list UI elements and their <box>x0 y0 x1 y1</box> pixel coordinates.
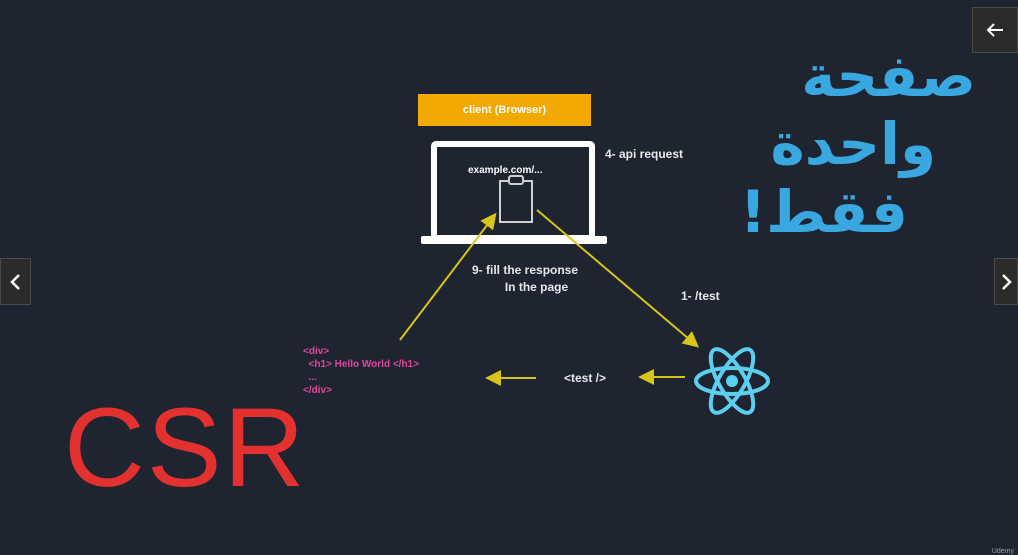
react-atom-icon <box>694 347 770 415</box>
chevron-left-icon <box>9 273 20 290</box>
code-line: <div> <box>303 346 330 357</box>
fill-response-line-1: 9- fill the response <box>472 263 579 277</box>
code-line: </div> <box>303 385 332 396</box>
laptop-icon <box>421 141 607 244</box>
next-button[interactable] <box>994 258 1018 305</box>
fill-response-label: 9- fill the response In the page <box>472 263 578 294</box>
watermark: Udemy <box>991 548 1014 555</box>
code-snippet: <div> <h1> Hello World </h1> ... </div> <box>303 345 419 397</box>
arrow-left-icon <box>986 23 1003 37</box>
component-label: <test /> <box>564 371 607 385</box>
browser-url: example.com/... <box>468 165 543 176</box>
csr-title: CSR <box>64 385 307 510</box>
back-button[interactable] <box>972 7 1018 53</box>
test-route-label: 1- /test <box>681 289 720 303</box>
clipboard-icon <box>499 175 533 223</box>
arrow-to-react <box>536 209 700 348</box>
client-browser-bar: client (Browser) <box>418 94 591 126</box>
chevron-right-icon <box>1002 273 1012 290</box>
client-browser-label: client (Browser) <box>462 104 547 116</box>
arabic-line-1: صفحة <box>801 42 976 110</box>
code-line: ... <box>303 372 317 383</box>
code-line: <h1> Hello World </h1> <box>303 359 419 370</box>
arabic-line-2: واحدة <box>770 110 936 178</box>
api-request-label: 4- api request <box>605 147 684 161</box>
fill-response-line-2: In the page <box>504 280 569 294</box>
arrow-to-browser <box>399 212 497 341</box>
arabic-line-3: فقط! <box>739 178 908 246</box>
previous-button[interactable] <box>0 258 31 305</box>
arabic-title: صفحة واحدة فقط! <box>716 42 976 246</box>
